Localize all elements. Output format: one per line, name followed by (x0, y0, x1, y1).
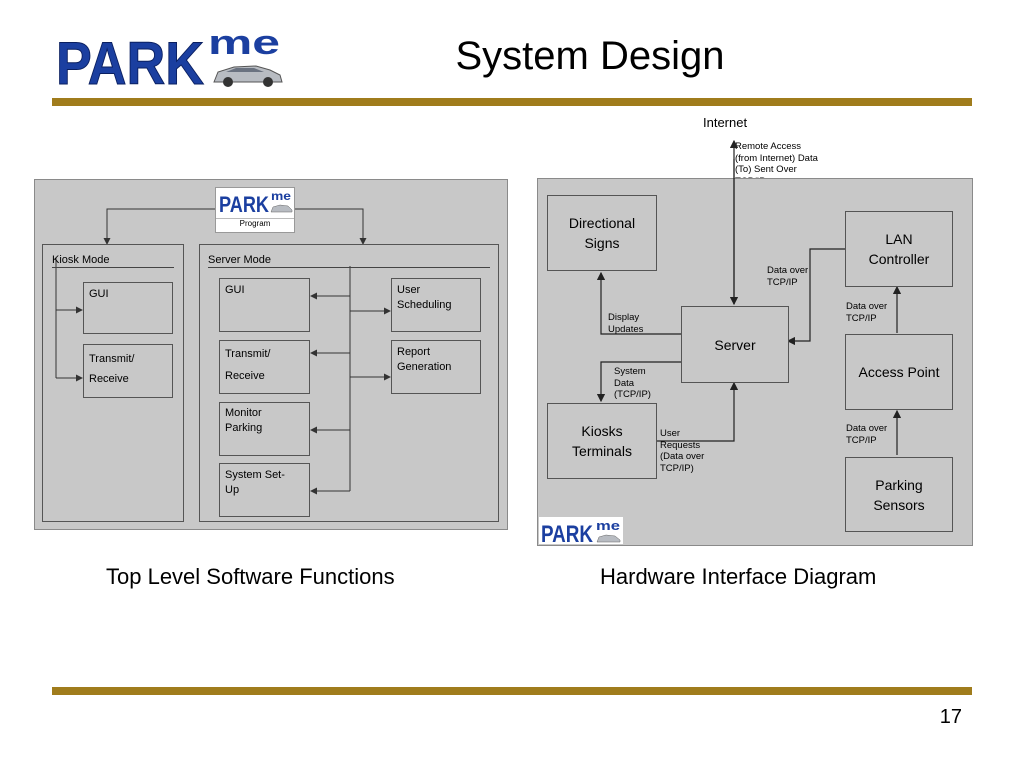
server-mode-title: Server Mode (208, 253, 490, 268)
server-transmit-box: Transmit/ Receive (219, 340, 310, 394)
lan-data-label: Data over TCP/IP (767, 265, 809, 288)
server-label: Server (714, 336, 756, 353)
car-icon (213, 65, 283, 87)
program-box: PARK me Program (215, 187, 295, 233)
program-logo: PARK me (219, 189, 293, 217)
lan-controller-label: LAN Controller (868, 231, 930, 267)
system-setup-box: System Set- Up (219, 463, 310, 517)
server-gui-box: GUI (219, 278, 310, 332)
system-data-label: System Data (TCP/IP) (614, 366, 651, 400)
display-updates-label: Display Updates (608, 312, 644, 335)
report-generation-box: Report Generation (391, 340, 481, 394)
access-point-box: Access Point (845, 334, 953, 410)
hardware-connectors (596, 139, 902, 455)
kiosk-mode-title: Kiosk Mode (52, 253, 174, 268)
kiosk-mode-group: Kiosk Mode (42, 244, 184, 522)
hardware-diagram-caption: Hardware Interface Diagram (600, 564, 877, 589)
car-icon (596, 534, 621, 543)
program-label: Program (216, 218, 294, 229)
user-scheduling-box: User Scheduling (391, 278, 481, 332)
corner-logo: PARK me (539, 517, 623, 548)
header-divider (52, 98, 972, 106)
kiosk-gui-box: GUI (83, 282, 173, 334)
page-number: 17 (939, 706, 962, 728)
program-logo-me: me (271, 189, 291, 203)
lan-controller-box: LAN Controller (845, 211, 953, 287)
software-functions-diagram: PARK me Program Kiosk Mode GUI Transmit/… (34, 179, 508, 530)
car-icon (270, 204, 293, 213)
kiosk-transmit-label: Transmit/ Receive (89, 353, 135, 385)
user-scheduling-label: User Scheduling (397, 284, 452, 311)
corner-logo-me: me (596, 518, 620, 533)
internet-label: Internet (703, 115, 748, 130)
software-connectors (55, 208, 391, 495)
user-requests-label: User Requests (Data over TCP/IP) (660, 428, 705, 474)
logo-park-text: PARK (56, 30, 204, 94)
page-title: System Design (455, 34, 725, 78)
server-transmit-label: Transmit/ Receive (225, 348, 271, 382)
corner-logo-park: PARK (541, 521, 594, 544)
report-generation-label: Report Generation (397, 346, 452, 373)
software-diagram-caption: Top Level Software Functions (106, 564, 395, 589)
server-gui-label: GUI (225, 284, 245, 296)
sensor-data-label: Data over TCP/IP (846, 423, 888, 446)
kiosk-gui-label: GUI (89, 288, 109, 300)
kiosks-terminals-label: Kiosks Terminals (572, 423, 632, 459)
logo-me-text: me (208, 24, 280, 62)
monitor-parking-box: Monitor Parking (219, 402, 310, 456)
footer-divider (52, 687, 972, 695)
program-logo-park: PARK (219, 192, 269, 217)
access-point-data-label: Data over TCP/IP (846, 301, 888, 324)
parkme-logo: PARK me (56, 20, 286, 98)
parking-sensors-label: Parking Sensors (873, 476, 925, 513)
access-point-label: Access Point (858, 364, 940, 380)
monitor-parking-label: Monitor Parking (225, 407, 263, 434)
server-mode-group: Server Mode (199, 244, 499, 522)
kiosks-terminals-box: Kiosks Terminals (547, 403, 657, 479)
system-setup-label: System Set- Up (225, 469, 285, 496)
directional-signs-label: Directional Signs (568, 215, 636, 251)
directional-signs-box: Directional Signs (547, 195, 657, 271)
kiosk-transmit-box: Transmit/ Receive (83, 344, 173, 398)
server-box: Server (681, 306, 789, 383)
hardware-interface-diagram: Directional Signs LAN Controller Server … (537, 139, 973, 548)
parking-sensors-box: Parking Sensors (845, 457, 953, 532)
